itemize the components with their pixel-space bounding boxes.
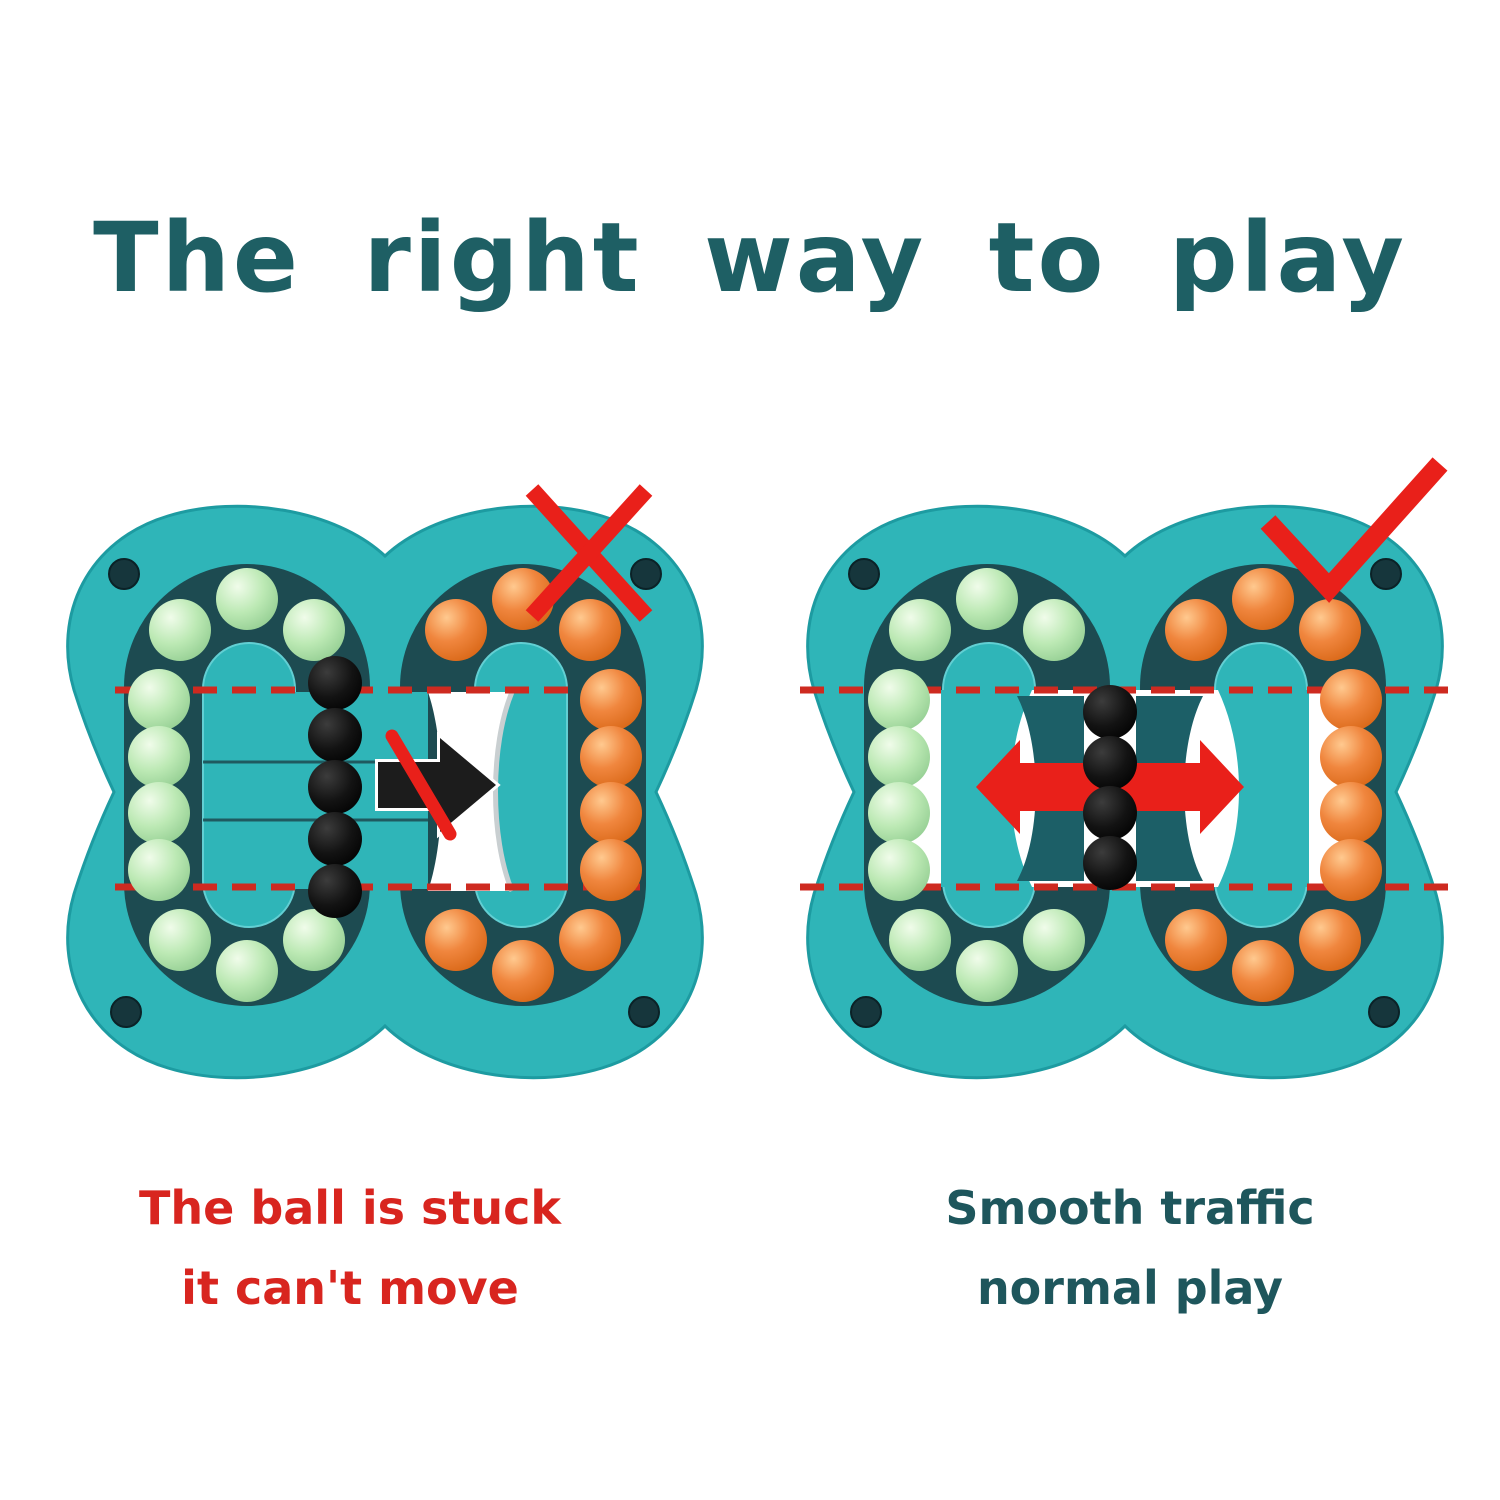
bead [283, 599, 345, 661]
page-title: The right way to play [93, 202, 1407, 315]
corner-screw-icons [108, 558, 662, 1028]
bead [1083, 736, 1137, 790]
bead [956, 940, 1018, 1002]
right-island-arc [1218, 690, 1309, 887]
corner-screw-icons [848, 558, 1402, 1028]
bead [1083, 836, 1137, 890]
bead [1320, 726, 1382, 788]
bead [868, 669, 930, 731]
bead [580, 726, 642, 788]
red-slash-icon [385, 729, 457, 841]
bead [216, 940, 278, 1002]
orange-beads [425, 568, 642, 1002]
bead [1320, 782, 1382, 844]
bead [1320, 839, 1382, 901]
bead [559, 909, 621, 971]
bead [308, 812, 362, 866]
blocked-right-arrow-icon [375, 731, 501, 839]
bead [1299, 909, 1361, 971]
bead [956, 568, 1018, 630]
bead [868, 782, 930, 844]
caption-wrong-way: The ball is stuck it can't move [60, 1168, 640, 1328]
bead [1083, 786, 1137, 840]
bead [559, 599, 621, 661]
green-beads [868, 568, 1085, 1002]
caption-line: The ball is stuck [139, 1181, 561, 1235]
bead [868, 726, 930, 788]
bead [1232, 568, 1294, 630]
green-beads [128, 568, 345, 1002]
caption-line: Smooth traffic [945, 1181, 1315, 1235]
bead [308, 760, 362, 814]
bead [580, 839, 642, 901]
bead [283, 909, 345, 971]
bead [1165, 909, 1227, 971]
bead [889, 599, 951, 661]
bead [1023, 599, 1085, 661]
caption-right-way: Smooth traffic normal play [850, 1168, 1410, 1328]
bead [425, 599, 487, 661]
black-beads [308, 656, 362, 918]
bead [889, 909, 951, 971]
bead [1232, 940, 1294, 1002]
bead [868, 839, 930, 901]
bead [308, 708, 362, 762]
bead [1023, 909, 1085, 971]
toy-right-way [780, 360, 1470, 1100]
bead [1320, 669, 1382, 731]
bead [216, 568, 278, 630]
check-mark-icon [1260, 457, 1448, 603]
bead [425, 909, 487, 971]
bead [128, 839, 190, 901]
bead [492, 940, 554, 1002]
bead [1299, 599, 1361, 661]
bead [128, 669, 190, 731]
bead [308, 656, 362, 710]
bead [580, 782, 642, 844]
dashed-row-lines [115, 686, 640, 891]
bead [149, 599, 211, 661]
mechanism-edge [493, 691, 515, 892]
bead [580, 669, 642, 731]
bead [1165, 599, 1227, 661]
bead [308, 864, 362, 918]
bead [1083, 685, 1137, 739]
toy-wrong-way [40, 360, 730, 1100]
bead [149, 909, 211, 971]
caption-line: normal play [976, 1261, 1284, 1315]
bead [128, 782, 190, 844]
x-mark-icon [525, 484, 653, 622]
bead [128, 726, 190, 788]
black-beads [1083, 685, 1137, 890]
caption-line: it can't move [181, 1261, 519, 1315]
orange-beads [1165, 568, 1382, 1002]
